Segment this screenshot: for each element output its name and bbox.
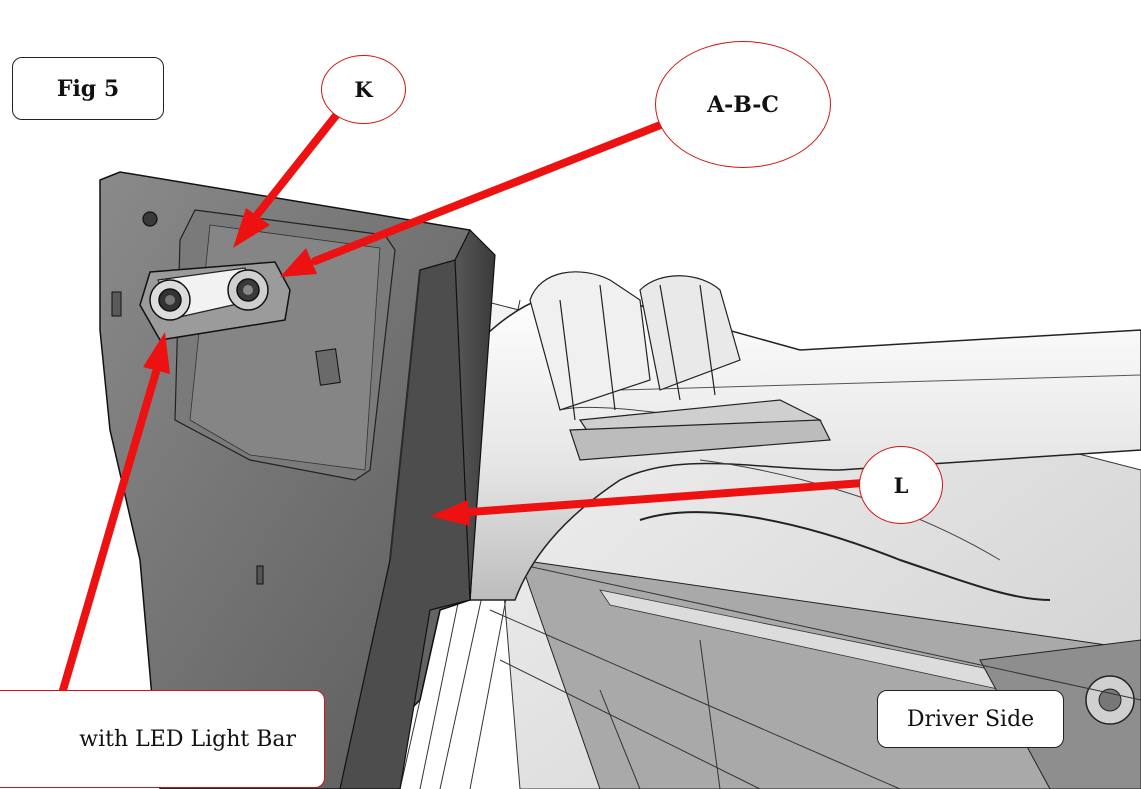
arrow-l-head xyxy=(430,500,470,526)
figure-label: Fig 5 xyxy=(12,57,164,120)
leader-arrows xyxy=(59,109,867,694)
callout-abc: A-B-C xyxy=(655,41,831,168)
arrow-abc-head xyxy=(280,248,317,277)
callout-l: L xyxy=(859,446,943,524)
led-light-bar-note: with LED Light Bar xyxy=(0,690,325,788)
callout-k: K xyxy=(321,55,406,124)
tube-bracket-cluster xyxy=(529,271,831,461)
arrow-led-head xyxy=(143,332,170,374)
mount-bracket xyxy=(99,171,496,789)
driver-side-label: Driver Side xyxy=(877,690,1064,748)
arrow-k-head xyxy=(233,208,270,248)
